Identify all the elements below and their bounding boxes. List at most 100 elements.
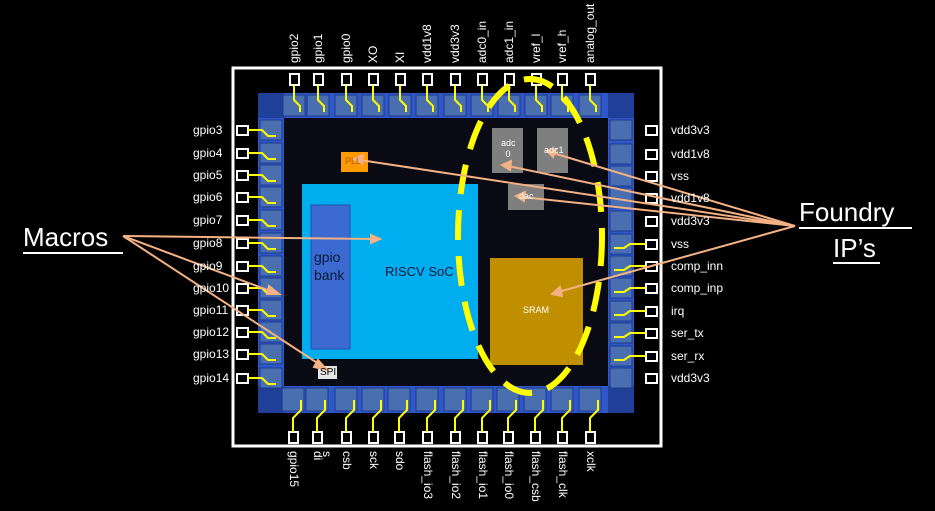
bottom-io-pad	[334, 387, 358, 412]
bottom-io-pad	[550, 387, 574, 412]
corner-cell-br	[608, 386, 634, 413]
right-pin-label: vss	[671, 237, 689, 251]
left-pin-wire	[248, 353, 276, 361]
top-pin-label: gpio1	[311, 33, 325, 63]
right-pin-stub	[645, 373, 658, 384]
left-pin-wire	[248, 129, 276, 137]
right-pin-stub	[645, 171, 658, 182]
top-pin-label: gpio2	[287, 33, 301, 63]
left-pin-stub	[236, 327, 249, 338]
foundry-callout-line2: IP’s	[833, 233, 876, 263]
left-pin-stub	[236, 373, 249, 384]
bottom-pin-label: sdo	[393, 451, 407, 471]
bottom-pin-stub	[312, 431, 323, 444]
top-pin-stub	[289, 73, 300, 86]
bottom-pin-label: flash_io2	[449, 451, 463, 500]
top-pin-label: adc0_in	[475, 20, 489, 63]
right-pin-label: vdd1v8	[671, 191, 710, 205]
right-pin-wire	[614, 355, 646, 361]
corner-cell-tr	[608, 93, 634, 118]
bottom-pin-wire	[454, 400, 464, 432]
bottom-pin-label: gpio15	[287, 451, 301, 488]
right-pin-stub	[645, 328, 658, 339]
adc0-label: adc 0	[501, 138, 516, 160]
top-pin-stub	[504, 73, 515, 86]
right-pin-stub	[645, 351, 658, 362]
left-pin-label: gpio7	[193, 213, 223, 227]
bottom-pin-label: sck	[367, 451, 381, 469]
bottom-pin-label: xclk	[584, 451, 598, 472]
right-io-pad	[609, 119, 633, 141]
left-pin-stub	[236, 192, 249, 203]
right-pin-stub	[645, 306, 658, 317]
top-pin-stub	[477, 73, 488, 86]
left-pin-stub	[236, 125, 249, 136]
left-pin-stub	[236, 261, 249, 272]
foundry-underline-1	[799, 227, 912, 229]
right-pin-label: comp_inn	[671, 259, 724, 273]
adc0-label-line1: adc	[501, 138, 516, 148]
top-pin-wire	[535, 85, 543, 112]
macros-underline	[23, 252, 123, 254]
bottom-pin-label: flash_csb	[529, 451, 543, 502]
bottom-io-pad	[578, 387, 602, 412]
bottom-io-pad	[305, 387, 329, 412]
bottom-pin-label: flash_io1	[476, 451, 490, 500]
corner-cell-bl	[258, 386, 284, 413]
left-pin-wire	[248, 377, 276, 385]
left-pin-wire	[248, 242, 276, 250]
bottom-pin-wire	[345, 400, 355, 432]
right-pin-stub	[645, 125, 658, 136]
left-pin-label: gpio9	[193, 259, 223, 273]
callout-arrows	[122, 147, 796, 372]
left-pin-label: gpio10	[193, 281, 230, 295]
left-pin-wire	[248, 265, 276, 273]
top-pin-label: XO	[366, 45, 380, 63]
top-pin-label: vdd1v8	[420, 24, 434, 63]
bottom-pin-wire	[426, 400, 436, 432]
right-pin-wire	[614, 243, 646, 249]
foundry-ip-highlight	[455, 76, 605, 396]
top-pin-stub	[450, 73, 461, 86]
spi-label: SPI	[320, 367, 337, 378]
bottom-pin-stub	[341, 431, 352, 444]
top-pin-label: vref_h	[555, 29, 569, 63]
bottom-io-pad	[281, 387, 305, 412]
top-pin-stub	[422, 73, 433, 86]
right-pin-label: vdd1v8	[671, 147, 710, 161]
top-pin-wire	[345, 85, 353, 112]
bottom-pin-stub	[530, 431, 541, 444]
bottom-pin-stub	[503, 431, 514, 444]
bottom-pin-stub	[557, 431, 568, 444]
bottom-pin-label: flash_clk	[556, 451, 570, 498]
right-pin-stub	[645, 216, 658, 227]
top-pin-wire	[454, 85, 462, 112]
left-pin-label: gpio5	[193, 168, 223, 182]
bottom-pin-label: csb	[340, 451, 354, 470]
bottom-pin-wire	[561, 400, 571, 432]
sram-block	[490, 258, 583, 365]
right-io-pad	[609, 210, 633, 232]
bottom-pin-wire	[589, 400, 599, 432]
bottom-pin-stub	[585, 431, 596, 444]
gpio-bank-label: gpio bank	[314, 248, 344, 284]
bottom-pin-stub	[450, 431, 461, 444]
gpio-bank-block	[310, 204, 351, 350]
right-pin-label: irq	[671, 304, 685, 318]
left-pin-stub	[236, 349, 249, 360]
top-pin-stub	[368, 73, 379, 86]
bottom-pin-wire	[481, 400, 491, 432]
bottom-pin-stub	[288, 431, 299, 444]
right-io-pad	[609, 367, 633, 389]
left-pin-label: gpio4	[193, 146, 223, 160]
top-pin-stub	[341, 73, 352, 86]
top-pin-wire	[508, 85, 516, 112]
gpio-bank-label-line2: bank	[314, 267, 345, 283]
bottom-io-pad	[361, 387, 385, 412]
left-pin-stub	[236, 148, 249, 159]
bottom-io-pad	[470, 387, 494, 412]
pll-label: PLL	[345, 156, 362, 166]
right-pin-wire	[614, 265, 646, 271]
left-pin-wire	[248, 174, 276, 182]
bottom-pin-wire	[292, 400, 302, 432]
